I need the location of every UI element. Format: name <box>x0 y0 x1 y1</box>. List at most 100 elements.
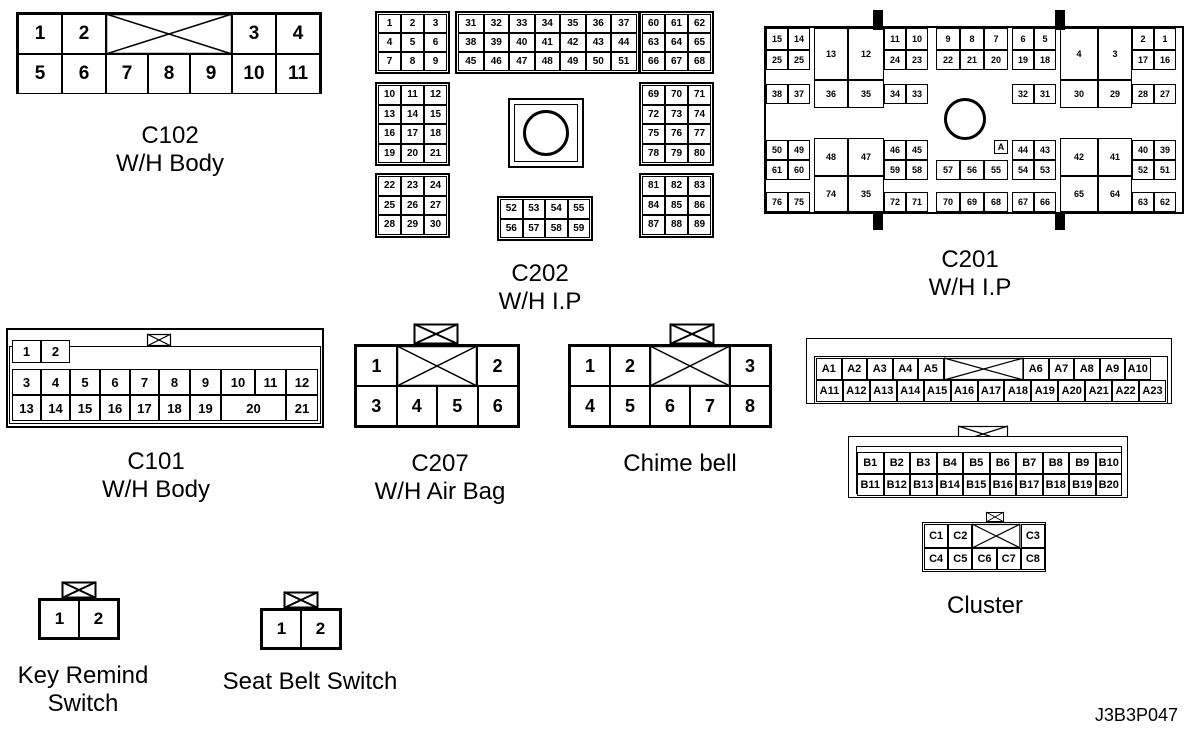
c101-keyway-mark <box>146 333 172 347</box>
cluster-a-pin: A17 <box>977 380 1005 402</box>
c201-pin: 61 <box>766 160 788 180</box>
seat-belt-pin: 2 <box>301 610 340 648</box>
c201-pin: 24 <box>884 50 906 70</box>
c201-pin: 25 <box>788 50 810 70</box>
c202-pin: 84 <box>642 195 665 215</box>
c201-pin: 65 <box>1060 176 1098 212</box>
c202-pin: 68 <box>688 52 711 71</box>
key-remind-pin: 1 <box>40 600 79 638</box>
c201-pin: 58 <box>906 160 928 180</box>
cluster-label: Cluster <box>946 592 1024 619</box>
c102-pin: 9 <box>190 54 232 94</box>
c201-pin: 32 <box>1012 84 1034 104</box>
c202-pin: 77 <box>688 124 711 144</box>
c202-pin: 62 <box>688 14 711 33</box>
cluster-a-pin: A16 <box>950 380 978 402</box>
c201-pin: 59 <box>884 160 906 180</box>
c201-pin: 42 <box>1060 138 1098 176</box>
c201-pin: 67 <box>1012 192 1034 212</box>
c201-pin: 50 <box>766 140 788 160</box>
c202-pin: 69 <box>642 85 665 105</box>
c202-pin: 8 <box>401 52 424 71</box>
c101-pin: 16 <box>100 395 130 421</box>
c201-desc-label: W/H I.P <box>928 274 1012 301</box>
c201-pin: 57 <box>936 160 960 180</box>
c202-pin: 73 <box>665 104 688 124</box>
c201-center-circle <box>944 98 986 140</box>
c202-pin: 32 <box>483 14 509 33</box>
c202-pin: 60 <box>642 14 665 33</box>
c202-pin: 6 <box>424 33 447 52</box>
c202-pin: 78 <box>642 143 665 163</box>
c201-pin: 6 <box>1012 28 1034 50</box>
cluster-b-pin: B19 <box>1069 474 1096 496</box>
cluster-b-pin: B14 <box>936 474 963 496</box>
c202-pin: 11 <box>401 85 424 105</box>
c202-pin: 72 <box>642 104 665 124</box>
cluster-a-pin: A18 <box>1004 380 1032 402</box>
c201-pin: 35 <box>848 176 884 212</box>
c102-pin: 8 <box>148 54 190 94</box>
cluster-b-pin: B2 <box>883 452 910 474</box>
c202-pin: 49 <box>560 52 586 71</box>
c201-pin: 46 <box>884 140 906 160</box>
cluster-c-pin: C3 <box>1020 524 1045 548</box>
c101-pin: 20 <box>221 395 286 421</box>
c201-pin: 48 <box>814 138 848 176</box>
cluster-b-pin: B11 <box>857 474 884 496</box>
c102-pin: 2 <box>62 14 106 54</box>
c201-pin: 2 <box>1132 28 1154 50</box>
cluster-a-pin: A15 <box>923 380 951 402</box>
c101-pin: 12 <box>286 369 318 395</box>
c202-pin: 80 <box>688 143 711 163</box>
cluster-b-pin: B13 <box>910 474 937 496</box>
cluster-a-pin: A14 <box>896 380 924 402</box>
cluster-a-pin: A23 <box>1139 380 1166 402</box>
c201-pin: 49 <box>788 140 810 160</box>
c202-pin: 63 <box>642 33 665 52</box>
cluster-a-pin: A8 <box>1074 358 1100 380</box>
c102-pin: 10 <box>232 54 276 94</box>
connector-latch-tab <box>1055 214 1065 230</box>
c202-pin: 25 <box>378 195 401 215</box>
c201-pin: 1 <box>1154 28 1176 50</box>
seat-belt-keyway-mark <box>283 591 319 609</box>
c202-pin: 39 <box>483 33 509 52</box>
cluster-c-pin: C5 <box>948 548 973 570</box>
c102-keyway-mark <box>105 13 233 55</box>
c202-pin: 4 <box>378 33 401 52</box>
connector-latch-tab <box>873 10 883 30</box>
c101-pin: 5 <box>70 369 100 395</box>
connector-latch-tab <box>1055 10 1065 30</box>
c201-code-label: C201 <box>941 246 999 273</box>
c101-pin: 7 <box>130 369 159 395</box>
cluster-a-pin: A6 <box>1023 358 1049 380</box>
c101-pin: 14 <box>41 395 70 421</box>
cluster-a-pin: A10 <box>1125 358 1151 380</box>
c201-pin: 71 <box>906 192 928 212</box>
c202-pin: 18 <box>424 124 447 144</box>
cluster-b-pin: B10 <box>1095 452 1122 474</box>
c202-pin: 12 <box>424 85 447 105</box>
c202-center-lock <box>508 98 584 168</box>
c201-pin: 37 <box>788 84 810 104</box>
chime-pin: 1 <box>570 346 610 386</box>
chime-pin: 7 <box>690 386 730 426</box>
c202-pin: 44 <box>611 33 637 52</box>
c201-pin: 29 <box>1098 80 1132 108</box>
cluster-b-pin: B12 <box>883 474 910 496</box>
c201-pin: 8 <box>960 28 984 50</box>
chime-pin: 4 <box>570 386 610 426</box>
c201-pin: 70 <box>936 192 960 212</box>
cluster-a-pin: A19 <box>1031 380 1059 402</box>
c202-pin: 15 <box>424 104 447 124</box>
c202-pin: 75 <box>642 124 665 144</box>
cluster-b-pin: B20 <box>1095 474 1122 496</box>
c201-pin: 3 <box>1098 28 1132 80</box>
c202-pin: 42 <box>560 33 586 52</box>
c202-pin: 47 <box>509 52 535 71</box>
cluster-c-pin: C1 <box>924 524 949 548</box>
c202-pin: 14 <box>401 104 424 124</box>
c201-pin: 44 <box>1012 140 1034 160</box>
chime-pin: 6 <box>650 386 690 426</box>
